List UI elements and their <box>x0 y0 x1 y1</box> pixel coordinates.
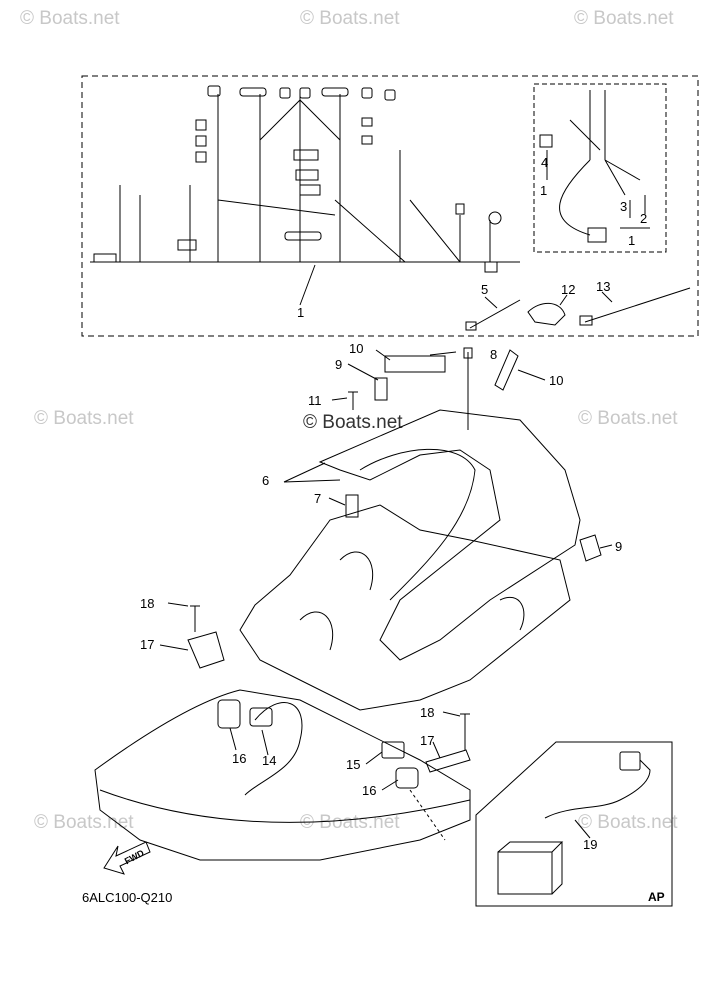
clamp-12 <box>528 303 565 325</box>
callout-18: 18 <box>140 596 155 611</box>
callout-19: 19 <box>583 837 598 852</box>
holder-9b <box>580 535 601 561</box>
watermark: © Boats.net <box>34 812 134 833</box>
clip-17b <box>426 750 470 772</box>
callout-13: 13 <box>596 279 611 294</box>
watermark: © Boats.net <box>303 412 403 433</box>
harness-connectors <box>94 86 501 272</box>
watermark: © Boats.net <box>34 408 134 429</box>
electrical-bracket <box>320 410 580 660</box>
cable-tie-5 <box>470 300 520 328</box>
callout-6: 6 <box>262 473 270 488</box>
callout-12: 12 <box>561 282 576 297</box>
callout-17: 17 <box>140 637 155 652</box>
callout-11: 11 <box>308 393 322 408</box>
callout-4: 4 <box>541 155 549 170</box>
callout-9: 9 <box>615 539 623 554</box>
callout-7: 7 <box>314 491 322 506</box>
clip-17a <box>188 632 224 668</box>
battery-top <box>498 842 562 894</box>
bracket-inner <box>360 449 475 600</box>
cowling-rim <box>100 790 470 822</box>
callout-5: 5 <box>481 282 489 297</box>
cable-tie-13 <box>585 288 690 322</box>
inset-frame <box>534 84 666 252</box>
callout-15: 15 <box>346 757 361 772</box>
bolt-18b <box>460 714 470 750</box>
fwd-arrow <box>104 842 150 874</box>
inset-leaders <box>547 150 650 228</box>
callout-1: 1 <box>628 233 636 248</box>
strip-10b <box>495 350 518 390</box>
ap-inset-frame <box>476 742 672 906</box>
strip-10a <box>385 356 445 372</box>
harness-group-frame <box>82 76 698 336</box>
wiring-harness <box>90 94 520 262</box>
leader-19 <box>575 820 590 838</box>
tie-leaders <box>485 292 612 308</box>
watermark: © Boats.net <box>578 408 678 429</box>
switch-15 <box>382 742 404 758</box>
callout-16: 16 <box>232 751 247 766</box>
callout-3: 3 <box>620 199 628 214</box>
callout-2: 2 <box>640 211 648 226</box>
engine-details <box>300 552 524 650</box>
callout-14: 14 <box>262 753 277 768</box>
collar-7 <box>346 495 358 517</box>
callout-1: 1 <box>540 183 548 198</box>
callout-8: 8 <box>490 347 498 362</box>
callout-9: 9 <box>335 357 343 372</box>
bottom-cowling <box>95 690 470 860</box>
callout-1: 1 <box>297 305 305 320</box>
part-leaders <box>160 350 612 790</box>
callout-16: 16 <box>362 783 377 798</box>
callout-18: 18 <box>420 705 435 720</box>
cable-19 <box>545 760 650 818</box>
callout-17: 17 <box>420 733 435 748</box>
watermark: © Boats.net <box>574 8 674 29</box>
watermark: © Boats.net <box>300 8 400 29</box>
harness-leader <box>300 265 315 305</box>
engine-block <box>240 505 570 710</box>
callout-10: 10 <box>349 341 364 356</box>
callout-10: 10 <box>549 373 564 388</box>
cable-14 <box>245 703 302 795</box>
bolt-18a <box>190 606 200 632</box>
dashed-guide <box>410 790 445 840</box>
inset-label: AP <box>648 890 665 904</box>
watermark: © Boats.net <box>20 8 120 29</box>
watermark: © Boats.net <box>578 812 678 833</box>
battery <box>498 852 552 894</box>
grommet-16 <box>396 768 418 788</box>
holder-9a <box>375 378 387 400</box>
inset-harness <box>560 90 640 235</box>
diagram-code: 6ALC100-Q210 <box>82 890 173 905</box>
bolt-11 <box>348 392 358 410</box>
